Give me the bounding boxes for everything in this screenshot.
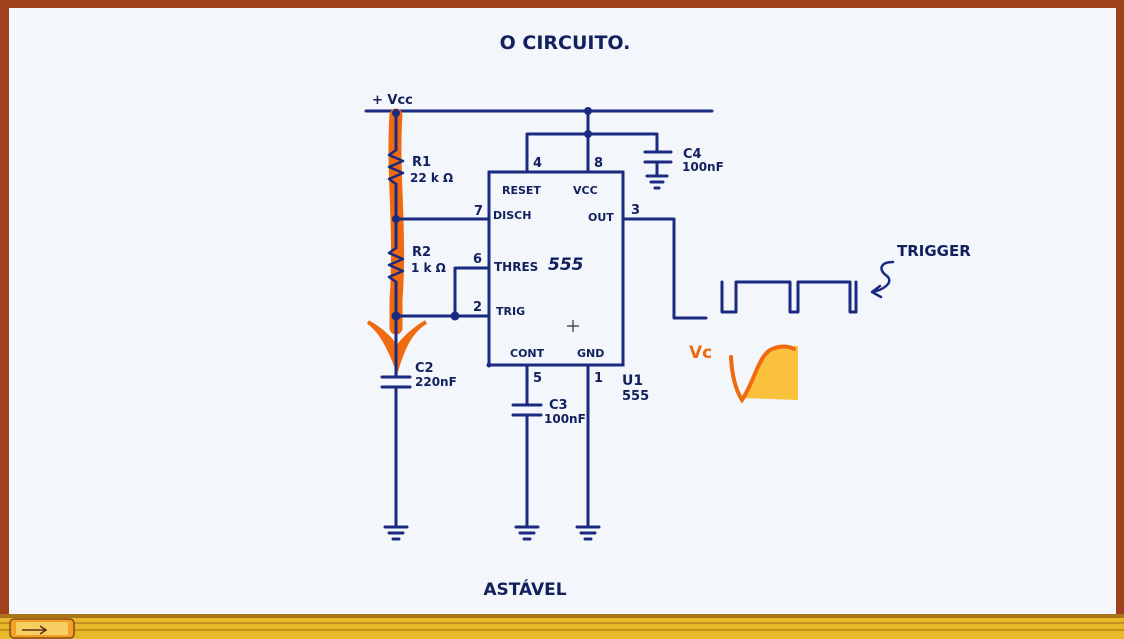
pen-tool-icon[interactable] [9,618,75,639]
c3-ref: C3 [549,398,568,413]
trigger-square-wave [720,280,858,314]
frame-left [0,0,9,639]
ground-symbol-c4 [645,174,669,190]
vc-label: Vc [689,343,712,363]
page-title: O CIRCUITO. [500,32,631,54]
c3-value: 100nF [544,412,586,426]
ground-symbol-gnd [575,525,601,541]
u1-value: 555 [622,389,649,404]
c2-ref: C2 [415,361,434,376]
cursor-crosshair-icon [567,320,579,332]
c4-ref: C4 [683,147,702,162]
trigger-label: TRIGGER [897,242,971,260]
r1-ref: R1 [412,155,431,170]
ground-symbol-c2 [383,525,409,541]
pin-reset-label: RESET [502,184,541,197]
pin-vcc-label: VCC [573,184,598,197]
marker-tray [0,614,1124,639]
pin-1-number: 1 [594,371,603,386]
c4-value: 100nF [682,160,724,174]
pin-5-number: 5 [533,371,542,386]
r1-resistor [387,148,405,186]
pin-out-label: OUT [588,211,614,224]
vc-waveform-sketch [729,344,798,404]
ground-symbol-c3 [514,525,540,541]
junction-dots [391,107,592,368]
pin3-out-wire [621,217,708,320]
circuit-type-label: ASTÁVEL [483,578,566,600]
pin-7-number: 7 [474,204,483,219]
r1-value: 22 k Ω [410,171,453,185]
frame-top [0,0,1124,8]
pin-3-number: 3 [631,203,640,218]
ic-name: 555 [548,255,584,275]
r2-ref: R2 [412,245,431,260]
r2-resistor [387,246,405,284]
u1-ref: U1 [622,373,643,389]
vcc-label: + Vcc [372,93,413,108]
pin-2-number: 2 [473,300,482,315]
pin-cont-label: CONT [510,347,545,360]
trigger-arrow [870,260,895,299]
pin6-thres-wire [453,266,491,318]
r2-value: 1 k Ω [411,261,446,275]
pin-4-number: 4 [533,156,542,171]
frame-right [1116,0,1124,615]
pin-6-number: 6 [473,252,482,267]
pin-8-number: 8 [594,156,603,171]
pin-disch-label: DISCH [493,209,531,222]
pin-gnd-label: GND [577,347,604,360]
pin-thres-label: THRES [494,260,538,274]
pin-trig-label: TRIG [496,305,525,318]
c2-value: 220nF [415,375,457,389]
